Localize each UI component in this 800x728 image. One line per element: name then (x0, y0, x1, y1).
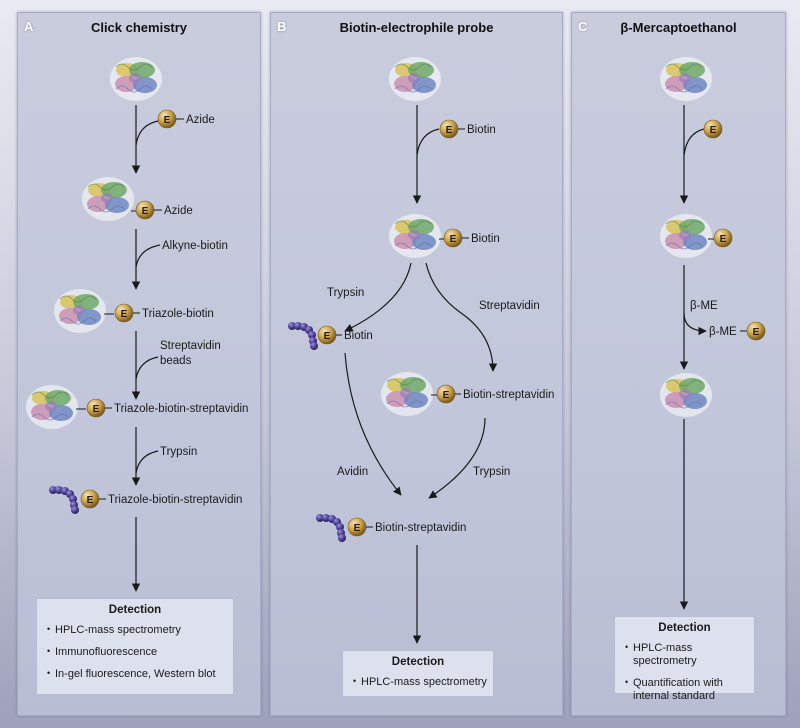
electrophile-label: E (142, 206, 149, 217)
detection-title: Detection (658, 622, 711, 634)
electrophile-label: E (753, 327, 760, 338)
triazole-biotin-label: Triazole-biotin (142, 308, 214, 320)
electrophile-bead (746, 321, 766, 341)
electrophile-label: E (354, 523, 361, 534)
electrophile-label: E (121, 309, 128, 320)
panel-title: Click chemistry (90, 20, 188, 35)
branch-arrow-avidin (344, 352, 402, 496)
electrophile-label: E (93, 404, 100, 415)
protein-structure (53, 288, 107, 334)
biotin-streptavidin-label: Biotin-streptavidin (463, 389, 554, 401)
electrophile-bead (713, 228, 733, 248)
protein-structure (25, 384, 79, 430)
panel-title: β-Mercaptoethanol (620, 20, 737, 35)
alkyne-biotin-label: Alkyne-biotin (162, 240, 228, 252)
electrophile-label: E (710, 125, 717, 136)
electrophile-label: E (87, 495, 94, 506)
beads-label: beads (160, 355, 192, 367)
peptide-chain (49, 486, 79, 514)
biotin-label: Biotin (344, 330, 373, 342)
detection-item: HPLC-mass spectrometry (353, 676, 487, 689)
panel-a-flow-diagram: E Azide E Azide Alkyne-biotin E Triazole… (25, 56, 248, 592)
beta-me-label: β-ME (709, 326, 737, 338)
panel-biotin-electrophile-probe: B Biotin-electrophile probe E Biotin E B… (270, 12, 563, 716)
electrophile-label: E (164, 115, 171, 126)
reagent-arrow (135, 244, 161, 268)
trypsin-label: Trypsin (327, 287, 364, 299)
panel-letter: A (24, 19, 34, 34)
trypsin-label: Trypsin (473, 466, 510, 478)
protein-structure (380, 371, 434, 417)
reagent-arrow (135, 356, 159, 380)
panel-letter: C (578, 19, 588, 34)
protein-structure (109, 56, 163, 102)
biotin-streptavidin-label: Biotin-streptavidin (375, 522, 466, 534)
streptavidin-label: Streptavidin (479, 300, 540, 312)
protein-structure (659, 372, 713, 418)
detection-item: HPLC-mass spectrometry (625, 642, 748, 668)
detection-box: Detection HPLC-mass spectrometry Quantif… (614, 616, 755, 702)
detection-item: Quantification with internal standard (625, 677, 748, 703)
peptide-chain (316, 514, 346, 542)
branch-arrow-streptavidin (425, 262, 498, 372)
electrophile-label: E (446, 125, 453, 136)
detection-item: Immunofluorescence (47, 646, 227, 659)
reagent-arrow (135, 450, 159, 474)
branch-arrow-trypsin (344, 262, 412, 332)
peptide-chain (288, 322, 318, 350)
detection-item: HPLC-mass spectrometry (47, 624, 227, 637)
detection-title: Detection (108, 604, 162, 616)
avidin-label: Avidin (337, 466, 368, 478)
detection-box: Detection HPLC-mass spectrometry Immunof… (36, 598, 234, 695)
detection-box: Detection HPLC-mass spectrometry (342, 650, 494, 697)
branch-arrow-trypsin-2 (428, 417, 486, 499)
side-product-arrow (683, 312, 707, 336)
protein-structure (659, 56, 713, 102)
electrophile-label: E (443, 390, 450, 401)
protein-structure (388, 213, 442, 259)
protein-structure (659, 213, 713, 259)
reagent-arrow (135, 120, 159, 146)
protein-structure (81, 176, 135, 222)
reagent-arrow (683, 128, 705, 156)
electrophile-label: E (720, 234, 727, 245)
biotin-label: Biotin (471, 233, 500, 245)
electrophile-bead (703, 119, 723, 139)
streptavidin-label: Streptavidin (160, 340, 221, 352)
detection-title: Detection (391, 656, 445, 668)
panel-title: Biotin-electrophile probe (339, 20, 494, 35)
panel-c-flow-diagram: E E β-ME β-ME E (659, 56, 766, 610)
detection-item: In-gel fluorescence, Western blot (47, 668, 227, 681)
triazole-biotin-streptavidin-label: Triazole-biotin-streptavidin (114, 403, 248, 415)
triazole-biotin-streptavidin-label: Triazole-biotin-streptavidin (108, 494, 242, 506)
panel-click-chemistry: A Click chemistry E Azide E Azide Alkyne… (17, 12, 261, 716)
beta-me-label: β-ME (690, 300, 718, 312)
trypsin-label: Trypsin (160, 446, 197, 458)
azide-label: Azide (186, 114, 215, 126)
panel-letter: B (277, 19, 287, 34)
azide-label: Azide (164, 205, 193, 217)
protein-structure (388, 56, 442, 102)
electrophile-label: E (324, 331, 331, 342)
detection-list: HPLC-mass spectrometry Quantification wi… (615, 642, 754, 704)
biotin-label: Biotin (467, 124, 496, 136)
detection-list: HPLC-mass spectrometry (343, 676, 493, 689)
electrophile-label: E (450, 234, 457, 245)
detection-list: HPLC-mass spectrometry Immunofluorescenc… (37, 624, 233, 682)
panel-beta-mercaptoethanol: C β-Mercaptoethanol E E β-ME β-ME E Dete… (571, 12, 786, 716)
panel-b-flow-diagram: E Biotin E Biotin Trypsin Streptavidin E… (288, 56, 554, 644)
reagent-arrow (416, 128, 440, 156)
